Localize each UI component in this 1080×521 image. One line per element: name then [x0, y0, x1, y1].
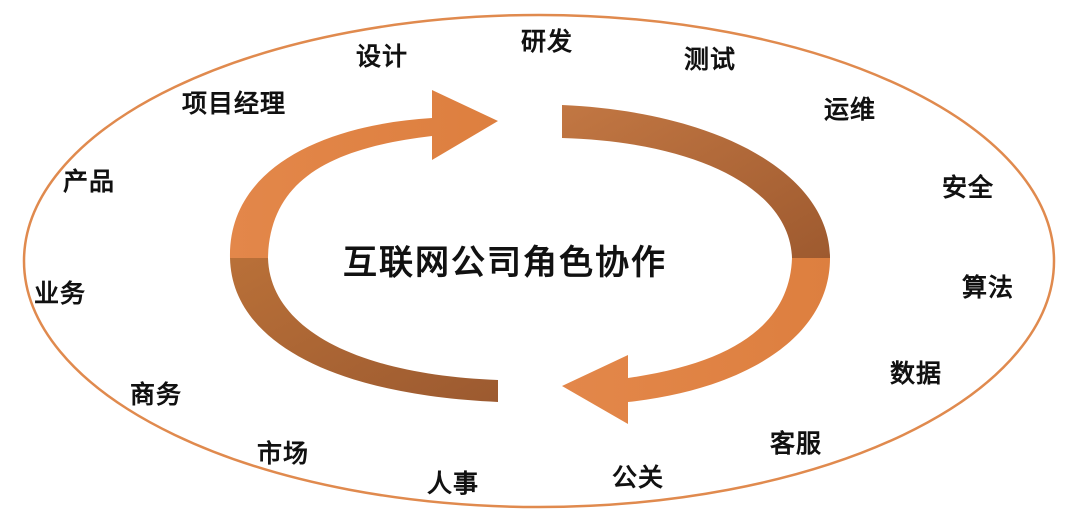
role-public-relations: 公关	[612, 463, 665, 492]
arrow-bottom-right	[562, 258, 830, 424]
role-marketing: 市场	[257, 439, 310, 468]
role-ops: 运维	[824, 95, 877, 124]
role-rd: 研发	[521, 27, 574, 56]
role-design: 设计	[356, 42, 409, 71]
role-project-manager: 项目经理	[182, 89, 287, 118]
role-testing: 测试	[684, 45, 737, 74]
role-data: 数据	[890, 359, 943, 388]
outer-ellipse	[22, 13, 1056, 509]
role-customer-service: 客服	[770, 429, 823, 458]
arrow-top-left	[229, 90, 498, 258]
role-business: 业务	[34, 279, 87, 308]
ribbon-bottom-left	[230, 258, 498, 402]
role-algorithm: 算法	[962, 273, 1015, 302]
center-title: 互联网公司角色协作	[343, 243, 667, 283]
role-product: 产品	[63, 167, 116, 196]
role-security: 安全	[942, 173, 995, 202]
ribbon-top-right	[562, 105, 830, 258]
role-hr: 人事	[427, 469, 480, 498]
role-business-dev: 商务	[130, 380, 183, 409]
